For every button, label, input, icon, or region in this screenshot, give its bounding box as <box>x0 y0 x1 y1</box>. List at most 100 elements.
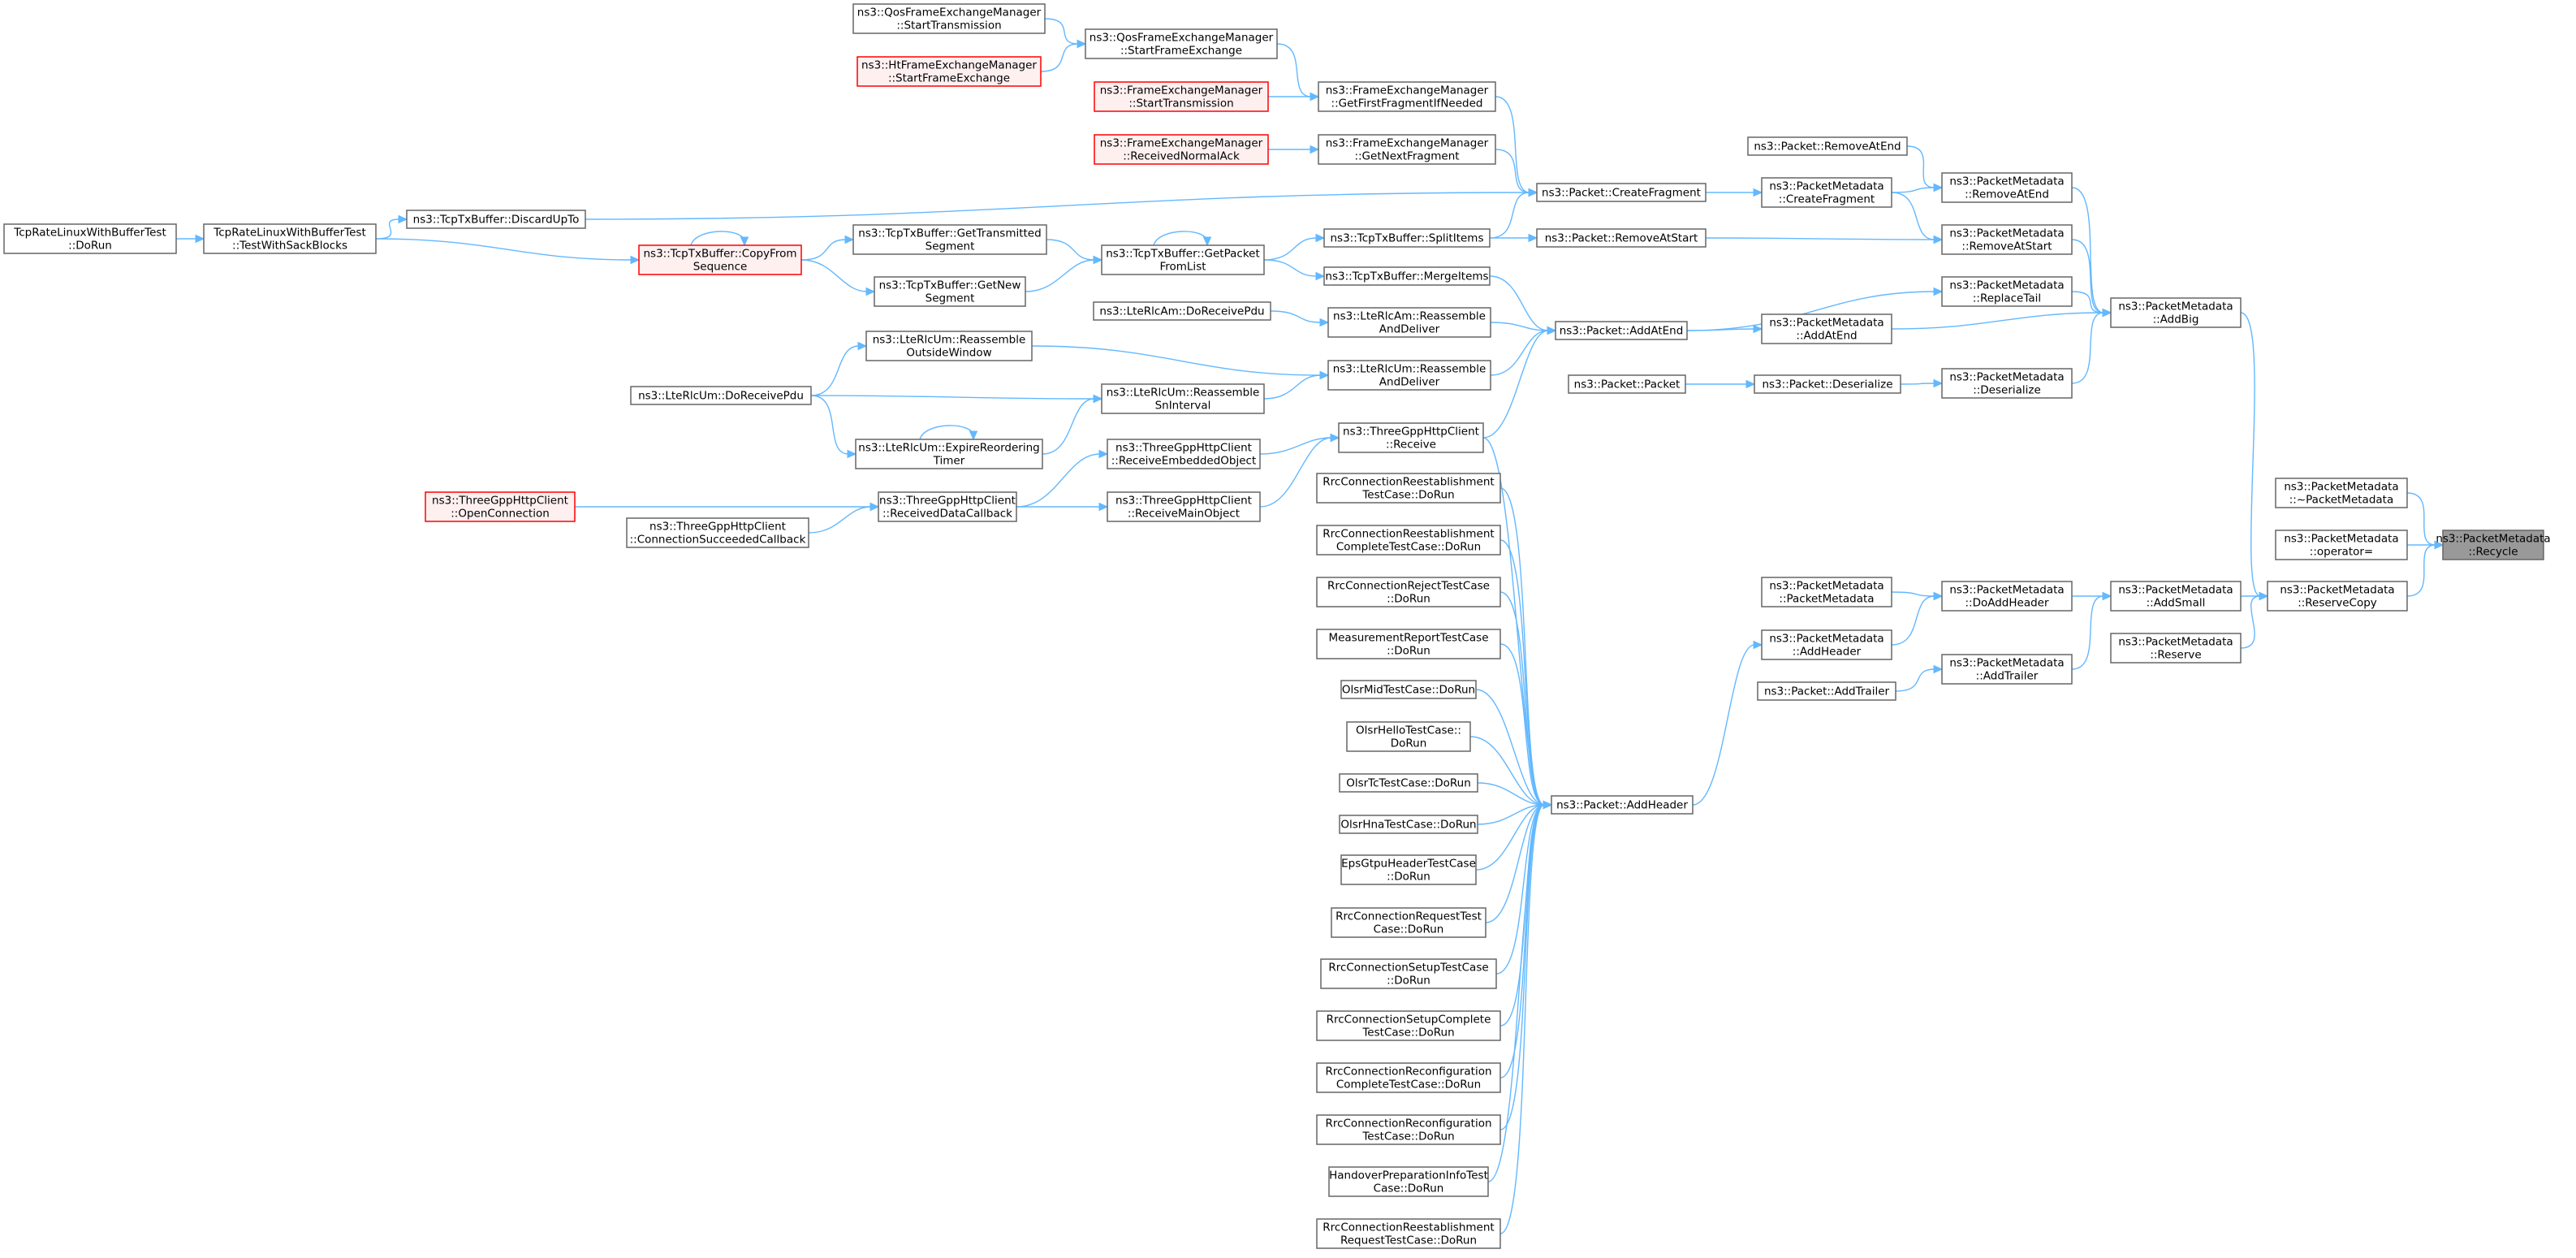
node-http-recvembedded[interactable]: ns3::ThreeGppHttpClient::ReceiveEmbedded… <box>1107 439 1261 469</box>
node-box <box>1101 383 1265 414</box>
node-label: ::StartTransmission <box>896 19 1001 32</box>
node-qos-starttx[interactable]: ns3::QosFrameExchangeManager::StartTrans… <box>852 3 1046 34</box>
node-label: RrcConnectionReconfiguration <box>1325 1066 1491 1079</box>
node-dtor[interactable]: ns3::PacketMetadata::~PacketMetadata <box>2275 478 2408 508</box>
node-http-recvmain[interactable]: ns3::ThreeGppHttpClient::ReceiveMainObje… <box>1107 491 1261 522</box>
node-t16[interactable]: RrcConnectionReestablishmentRequestTestC… <box>1316 1218 1501 1249</box>
node-label: ::DoRun <box>1387 593 1430 606</box>
node-http-recvdata[interactable]: ns3::ThreeGppHttpClient::ReceivedDataCal… <box>878 491 1017 522</box>
node-label: ns3::TcpTxBuffer::SplitItems <box>1331 232 1484 245</box>
node-t12[interactable]: RrcConnectionSetupCompleteTestCase::DoRu… <box>1316 1010 1501 1041</box>
node-reservecopy[interactable]: ns3::PacketMetadata::ReserveCopy <box>2267 581 2408 612</box>
node-fem-getfirst[interactable]: ns3::FrameExchangeManager::GetFirstFragm… <box>1318 81 1496 112</box>
node-box <box>865 331 1033 361</box>
node-tcprate-dorun[interactable]: TcpRateLinuxWithBufferTest::DoRun <box>3 223 177 254</box>
node-box <box>1757 681 1896 701</box>
node-p-removeatstart[interactable]: ns3::Packet::RemoveAtStart <box>1536 228 1707 248</box>
node-box <box>1316 577 1501 607</box>
edge-tcprate_dorun-to-tcprate_testsack <box>175 234 205 244</box>
node-pm-addheader[interactable]: ns3::PacketMetadata::AddHeader <box>1761 629 1892 660</box>
node-addbig[interactable]: ns3::PacketMetadata::AddBig <box>2110 297 2242 328</box>
node-label: RrcConnectionReestablishment <box>1323 1221 1494 1234</box>
node-pm-removeatstart[interactable]: ns3::PacketMetadata::RemoveAtStart <box>1941 224 2073 255</box>
node-label: AndDeliver <box>1379 376 1440 389</box>
node-tcp-splititems[interactable]: ns3::TcpTxBuffer::SplitItems <box>1323 228 1491 248</box>
node-p-deserialize[interactable]: ns3::Packet::Deserialize <box>1754 374 1901 394</box>
node-pm-removeatend[interactable]: ns3::PacketMetadata::RemoveAtEnd <box>1941 172 2073 203</box>
edge-p_removeatstart-to-pm_removeatstart <box>1705 235 1944 244</box>
node-t13[interactable]: RrcConnectionReconfigurationCompleteTest… <box>1316 1062 1501 1093</box>
node-label: SnInterval <box>1155 400 1211 413</box>
node-qos-startfe[interactable]: ns3::QosFrameExchangeManager::StartFrame… <box>1085 28 1278 59</box>
node-box <box>1941 581 2073 612</box>
node-pm-doaddheader[interactable]: ns3::PacketMetadata::DoAddHeader <box>1941 581 2073 612</box>
node-addsmall[interactable]: ns3::PacketMetadata::AddSmall <box>2110 581 2242 612</box>
node-p-addtrailer[interactable]: ns3::Packet::AddTrailer <box>1757 681 1896 701</box>
node-label: ns3::Packet::Packet <box>1574 378 1681 391</box>
node-t2[interactable]: RrcConnectionReestablishmentCompleteTest… <box>1316 525 1501 556</box>
node-fem-starttx[interactable]: ns3::FrameExchangeManager::StartTransmis… <box>1094 81 1269 112</box>
node-label: ns3::FrameExchangeManager <box>1100 84 1263 97</box>
node-pm-addtrailer[interactable]: ns3::PacketMetadata::AddTrailer <box>1941 654 2073 685</box>
node-label: ns3::Packet::AddHeader <box>1556 799 1688 812</box>
node-pm-createfragment[interactable]: ns3::PacketMetadata::CreateFragment <box>1761 177 1892 208</box>
node-tcp-mergeitems[interactable]: ns3::TcpTxBuffer::MergeItems <box>1323 266 1491 286</box>
edge-tcp_copyfrom-to-tcp_getnew <box>800 259 876 296</box>
node-label: ::GetNextFragment <box>1354 150 1459 163</box>
node-reserve[interactable]: ns3::PacketMetadata::Reserve <box>2110 633 2242 664</box>
node-p-createfragment[interactable]: ns3::Packet::CreateFragment <box>1536 183 1707 202</box>
node-t5[interactable]: OlsrMidTestCase::DoRun <box>1340 680 1477 699</box>
node-tcprate-testsack[interactable]: TcpRateLinuxWithBufferTest::TestWithSack… <box>203 223 377 254</box>
node-recycle[interactable]: ns3::PacketMetadata::Recycle <box>2436 530 2551 560</box>
edge-pm_addheader-to-pm_doaddheader <box>1891 591 1944 646</box>
node-p-addatend[interactable]: ns3::Packet::AddAtEnd <box>1555 321 1688 340</box>
node-label: Case::DoRun <box>1374 923 1444 936</box>
node-label: ns3::LteRlcAm::Reassemble <box>1333 310 1486 323</box>
node-fem-recvack[interactable]: ns3::FrameExchangeManager::ReceivedNorma… <box>1094 134 1269 165</box>
node-http-receive[interactable]: ns3::ThreeGppHttpClient::Receive <box>1338 422 1484 453</box>
node-p-removeatend[interactable]: ns3::Packet::RemoveAtEnd <box>1747 136 1908 156</box>
node-t8[interactable]: OlsrHnaTestCase::DoRun <box>1339 815 1478 834</box>
node-am-doreceive[interactable]: ns3::LteRlcAm::DoReceivePdu <box>1093 301 1271 321</box>
node-fem-getnext[interactable]: ns3::FrameExchangeManager::GetNextFragme… <box>1318 134 1496 165</box>
node-pm-deserialize[interactable]: ns3::PacketMetadata::Deserialize <box>1941 368 2073 399</box>
node-pm-packetmetadata[interactable]: ns3::PacketMetadata::PacketMetadata <box>1761 577 1892 607</box>
node-box <box>1316 473 1501 504</box>
node-um-doreceive[interactable]: ns3::LteRlcUm::DoReceivePdu <box>630 386 812 405</box>
node-t3[interactable]: RrcConnectionRejectTestCase::DoRun <box>1316 577 1501 607</box>
node-label: ::Deserialize <box>1973 384 2041 397</box>
node-t14[interactable]: RrcConnectionReconfigurationTestCase::Do… <box>1316 1114 1501 1145</box>
node-opeq[interactable]: ns3::PacketMetadata::operator= <box>2275 530 2408 560</box>
node-tcp-discardupto[interactable]: ns3::TcpTxBuffer::DiscardUpTo <box>406 210 586 229</box>
node-ht-startfe[interactable]: ns3::HtFrameExchangeManager::StartFrameE… <box>857 56 1042 87</box>
node-pm-replacetail[interactable]: ns3::PacketMetadata::ReplaceTail <box>1941 276 2073 307</box>
node-http-openconn[interactable]: ns3::ThreeGppHttpClient::OpenConnection <box>425 491 576 522</box>
node-label: ns3::LteRlcUm::Reassemble <box>1333 363 1486 376</box>
node-t6[interactable]: OlsrHelloTestCase::DoRun <box>1346 721 1471 752</box>
edge-t11-to-p_addheader <box>1495 800 1553 975</box>
node-p-addheader[interactable]: ns3::Packet::AddHeader <box>1551 795 1694 815</box>
node-pm-addatend[interactable]: ns3::PacketMetadata::AddAtEnd <box>1761 313 1892 344</box>
node-t11[interactable]: RrcConnectionSetupTestCase::DoRun <box>1320 958 1497 989</box>
node-http-connsucc[interactable]: ns3::ThreeGppHttpClient::ConnectionSucce… <box>626 517 809 548</box>
node-t1[interactable]: RrcConnectionReestablishmentTestCase::Do… <box>1316 473 1501 504</box>
node-label: Segment <box>926 292 975 305</box>
node-label: RequestTestCase::DoRun <box>1340 1234 1477 1247</box>
node-t4[interactable]: MeasurementReportTestCase::DoRun <box>1316 629 1501 659</box>
edge-t9-to-p_addheader <box>1475 800 1553 871</box>
node-t9[interactable]: EpsGtpuHeaderTestCase::DoRun <box>1340 854 1477 885</box>
node-t7[interactable]: OlsrTcTestCase::DoRun <box>1339 773 1478 793</box>
edge-um_reassemble-to-p_addatend <box>1490 326 1557 376</box>
node-p-packet[interactable]: ns3::Packet::Packet <box>1568 374 1686 394</box>
